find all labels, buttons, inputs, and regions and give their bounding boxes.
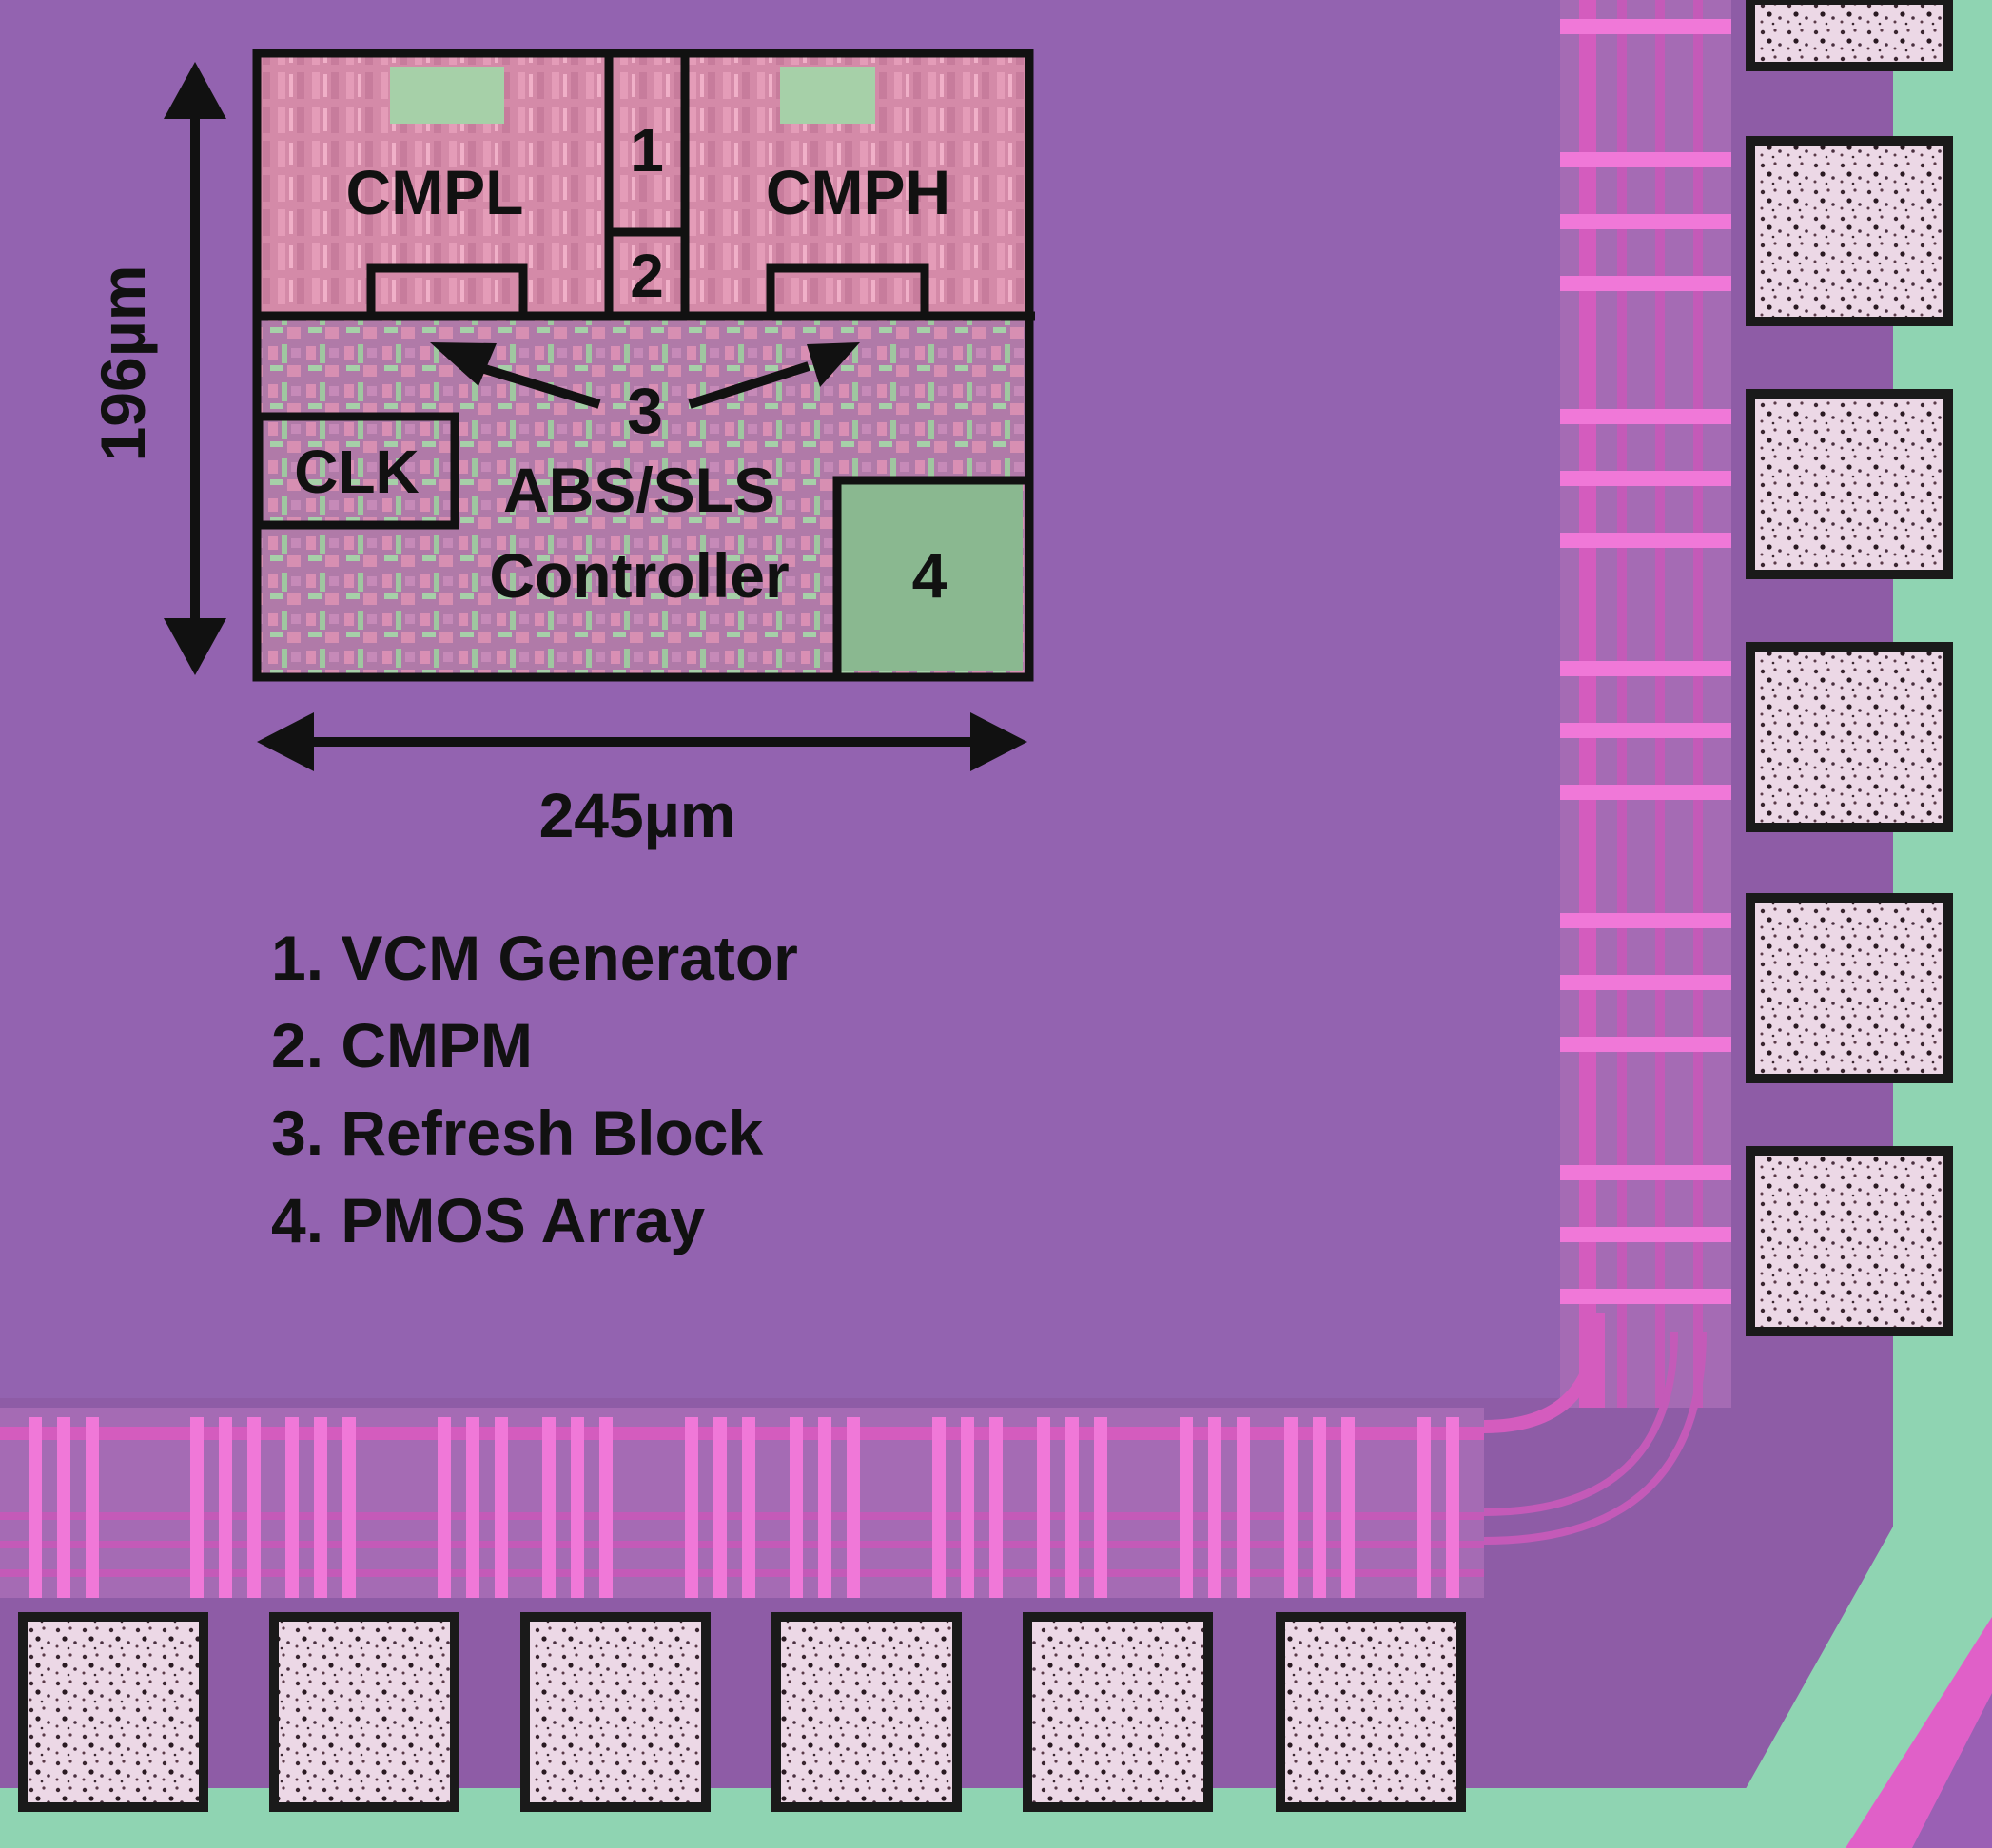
bond-pad (1750, 141, 1948, 321)
legend-item: 1. VCM Generator (271, 923, 798, 993)
vcm-number-label: 1 (630, 116, 664, 185)
clk-label: CLK (294, 438, 420, 506)
legend-item: 3. Refresh Block (271, 1098, 763, 1168)
legend-item: 4. PMOS Array (271, 1185, 705, 1255)
cmph-label: CMPH (766, 157, 950, 227)
cmpl-label: CMPL (346, 157, 524, 227)
height-dimension-label: 196µm (88, 265, 158, 462)
cmpm-number-label: 2 (630, 242, 664, 310)
pmos-number-label: 4 (912, 540, 947, 611)
bond-pad (23, 1617, 204, 1807)
bond-pad (1750, 0, 1948, 67)
bond-pad (1750, 898, 1948, 1079)
metal-routing-right (1560, 0, 1731, 1408)
bond-pad (1027, 1617, 1208, 1807)
refresh-number-label: 3 (627, 375, 663, 447)
bond-pad (1280, 1617, 1461, 1807)
width-dimension-label: 245µm (539, 780, 736, 850)
controller-label-line1: ABS/SLS (503, 455, 775, 525)
bond-pad (1750, 394, 1948, 574)
bond-pad (776, 1617, 957, 1807)
bond-pad (525, 1617, 706, 1807)
bond-pad (1750, 1151, 1948, 1332)
bond-pad (274, 1617, 455, 1807)
controller-label-line2: Controller (489, 540, 789, 611)
legend-item: 2. CMPM (271, 1010, 533, 1080)
bond-pad (1750, 647, 1948, 827)
